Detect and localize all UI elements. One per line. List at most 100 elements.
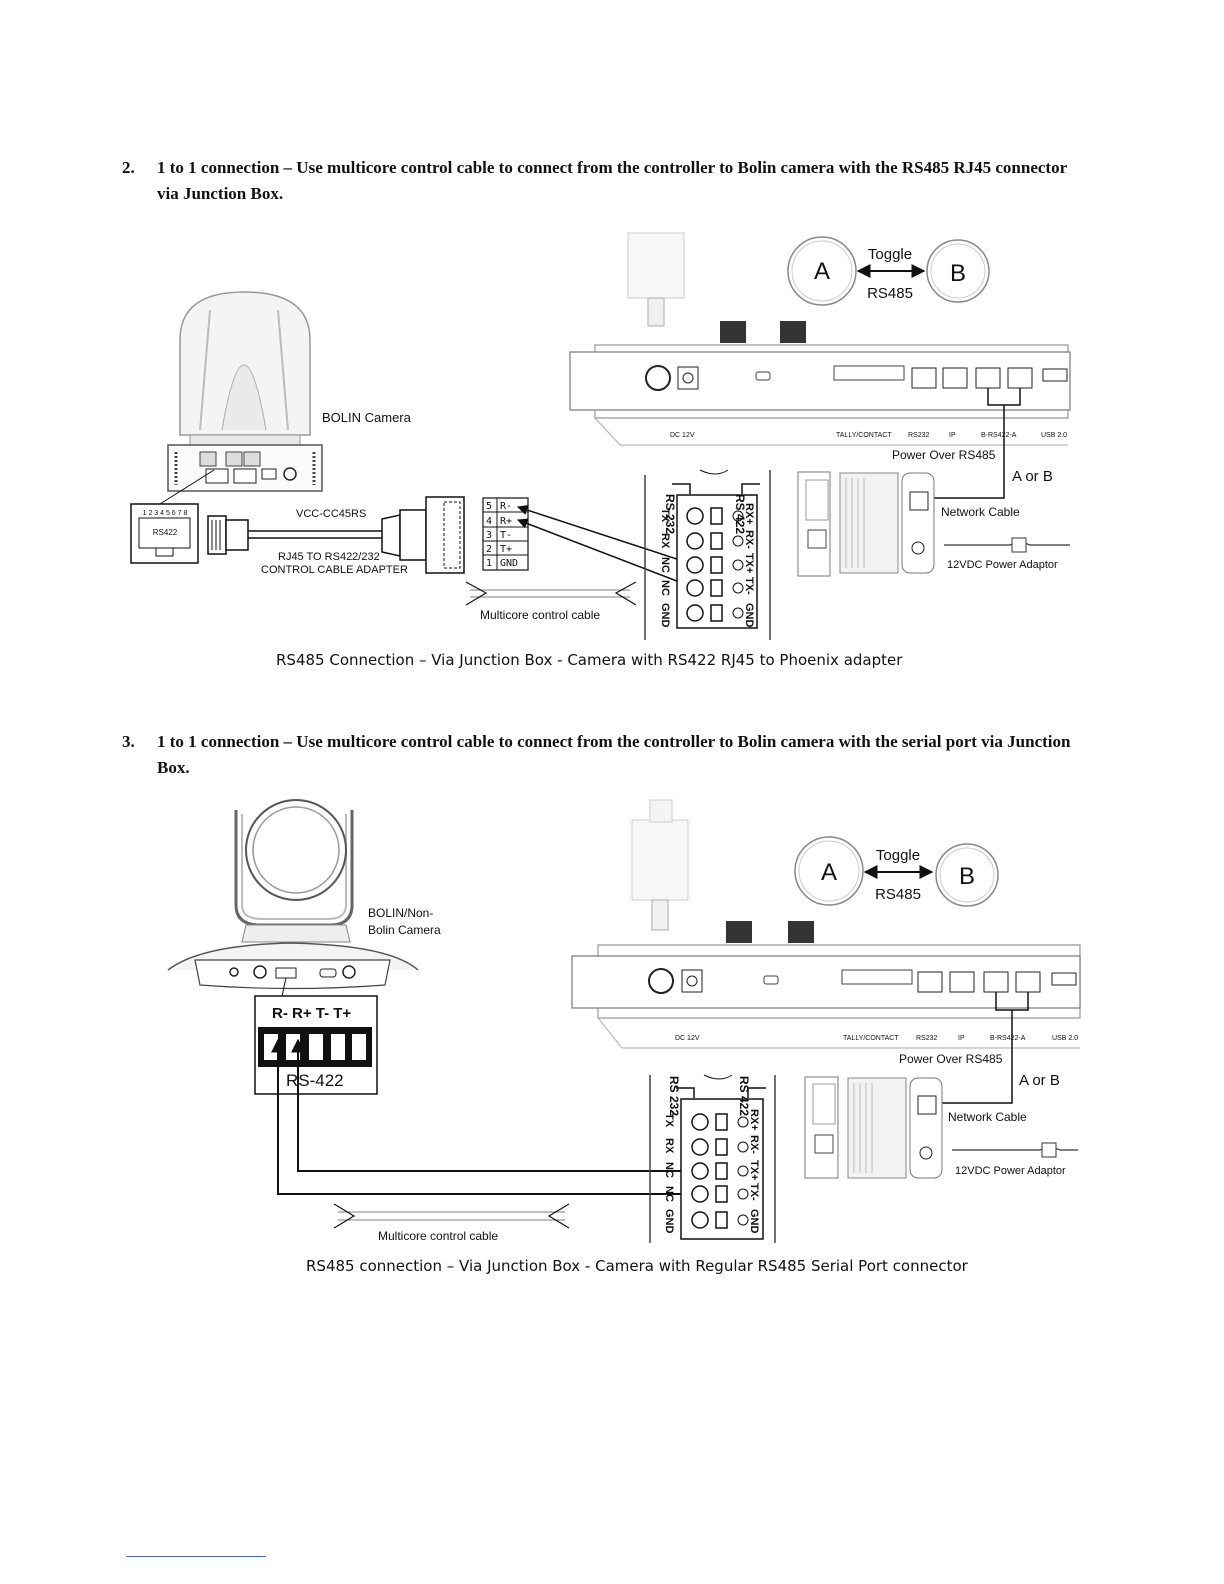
jb-left-label: TX (659, 508, 671, 523)
panel-label: IP (958, 1035, 965, 1042)
panel-label: B-RS422-A (990, 1035, 1026, 1042)
panel-label: B-RS422-A (981, 432, 1017, 439)
multicore-cable: Multicore control cable (465, 581, 637, 622)
toggle-sub-label: RS485 (867, 285, 913, 302)
diagram-2-caption: RS485 connection – Via Junction Box - Ca… (306, 1257, 969, 1275)
jb-left-label: GND (663, 1209, 675, 1234)
power-over-label: Power Over RS485 (892, 448, 996, 462)
jb-rs422-label: RS 422 (737, 1076, 751, 1116)
diagram-2: A B Toggle RS485 BOLIN/Non- Bolin Camera (167, 799, 1081, 1275)
multicore-cable: Multicore control cable (333, 1203, 570, 1243)
panel-label: RS232 (916, 1035, 938, 1042)
pin-number: 1 (486, 558, 492, 569)
adapter-label-2: CONTROL CABLE ADAPTER (261, 564, 408, 576)
adapter-label-1: RJ45 TO RS422/232 (278, 551, 380, 563)
jb-left-label: TX (663, 1113, 675, 1128)
terminal-name: RS-422 (286, 1071, 344, 1090)
junction-box-terminals (686, 507, 744, 622)
panel-label: IP (949, 432, 956, 439)
footnote-separator (126, 1556, 266, 1557)
junction-box: RS 232 RS 422 TX RX NC NC GND RX+ RX- TX… (644, 469, 771, 640)
rs422-terminal: R- R+ T- T+ RS-422 (254, 977, 378, 1095)
bolin-camera: BOLIN Camera (167, 291, 412, 492)
section-text: 1 to 1 connection – Use multicore contro… (157, 732, 1071, 777)
network-cable-label: Network Cable (948, 1110, 1027, 1124)
jb-rs232-label: RS 232 (667, 1076, 681, 1116)
pin-label: T- (500, 530, 512, 541)
pin-label: T+ (500, 544, 512, 555)
toggle-indicator: A B Toggle RS485 (794, 836, 999, 907)
pin-label: R+ (500, 516, 512, 527)
jb-left-label: NC (659, 557, 671, 573)
jb-right-label: GND (748, 1209, 760, 1234)
power-module: Network Cable 12VDC Power Adaptor (804, 1076, 1078, 1179)
multicore-label: Multicore control cable (480, 608, 600, 622)
jb-rs232-label: RS 232 (663, 494, 677, 534)
pin-number: 3 (486, 530, 492, 541)
controller: DC 12V TALLY/CONTACT RS232 IP B-RS422-A … (569, 232, 1071, 499)
jb-rs422-label: RS 422 (733, 494, 747, 534)
section-3-heading: 3. 1 to 1 connection – Use multicore con… (122, 729, 1082, 781)
power-adaptor-label: 12VDC Power Adaptor (955, 1165, 1066, 1177)
wire-r-plus (291, 1038, 698, 1178)
jb-right-label: TX- (743, 577, 755, 595)
terminal-pin-labels: R- R+ T- T+ (272, 1005, 351, 1022)
panel-label: DC 12V (670, 432, 695, 439)
power-module: Network Cable 12VDC Power Adaptor (797, 471, 1070, 577)
toggle-b-label: B (959, 863, 975, 890)
panel-label: RS232 (908, 432, 930, 439)
section-2-heading: 2. 1 to 1 connection – Use multicore con… (122, 155, 1082, 207)
diagram-1: A B Toggle RS485 BOLIN Camera (130, 232, 1071, 669)
phoenix-adapter: 5 4 3 2 1 R- R+ T- T+ GND (482, 497, 529, 571)
rs422-port-callout: 1 2 3 4 5 6 7 8 RS422 (130, 469, 215, 564)
multicore-label: Multicore control cable (378, 1229, 498, 1243)
power-adaptor-label: 12VDC Power Adaptor (947, 559, 1058, 571)
wire-r-minus (517, 504, 696, 566)
bolin-non-bolin-camera: BOLIN/Non- Bolin Camera (167, 799, 441, 990)
panel-label: DC 12V (675, 1035, 700, 1042)
pin-number: 4 (486, 516, 492, 527)
jb-right-label: RX- (748, 1135, 760, 1154)
panel-label: TALLY/CONTACT (843, 1035, 899, 1042)
jb-right-label: RX+ (743, 503, 755, 525)
junction-box-terminals (691, 1113, 749, 1229)
network-cable-label: Network Cable (941, 505, 1020, 519)
rj45-pin-numbers: 1 2 3 4 5 6 7 8 (143, 510, 188, 517)
camera-label-1: BOLIN/Non- (368, 906, 433, 920)
section-number: 3. (122, 732, 135, 751)
jb-right-label: GND (743, 603, 755, 628)
wire-r-plus (517, 518, 696, 589)
jb-left-label: NC (663, 1162, 675, 1178)
section-number: 2. (122, 158, 135, 177)
jb-left-label: NC (663, 1186, 675, 1202)
controller: DC 12V TALLY/CONTACT RS232 IP B-RS422-A … (571, 799, 1081, 1104)
toggle-a-label: A (821, 859, 837, 886)
toggle-sub-label: RS485 (875, 886, 921, 903)
jb-right-label: RX+ (748, 1109, 760, 1131)
panel-label: USB 2.0 (1041, 432, 1067, 439)
camera-label: BOLIN Camera (322, 410, 412, 425)
camera-label-2: Bolin Camera (368, 923, 441, 937)
toggle-label: Toggle (868, 246, 912, 263)
jb-right-label: TX+ (748, 1160, 760, 1180)
jb-left-label: NC (659, 580, 671, 596)
a-or-b-label: A or B (1012, 468, 1053, 485)
toggle-b-label: B (950, 260, 966, 287)
toggle-a-label: A (814, 258, 830, 285)
toggle-label: Toggle (876, 847, 920, 864)
vcc-cc45rs-cable: VCC-CC45RS RJ45 TO RS422/232 CONTROL CAB… (207, 496, 465, 576)
panel-label: USB 2.0 (1052, 1035, 1078, 1042)
jb-right-label: RX- (743, 530, 755, 549)
pin-number: 5 (486, 501, 492, 512)
toggle-indicator: A B Toggle RS485 (787, 236, 990, 306)
junction-box: RS 232 RS 422 TX RX NC NC GND RX+ RX- TX… (649, 1074, 776, 1243)
pin-number: 2 (486, 544, 492, 555)
diagram-1-caption: RS485 Connection – Via Junction Box - Ca… (276, 651, 903, 669)
cable-name: VCC-CC45RS (296, 508, 366, 520)
a-or-b-label: A or B (1019, 1072, 1060, 1089)
jb-right-label: TX- (748, 1183, 760, 1201)
pin-label: GND (500, 558, 518, 569)
wire-r-minus (271, 1038, 698, 1201)
pin-label: R- (500, 501, 512, 512)
